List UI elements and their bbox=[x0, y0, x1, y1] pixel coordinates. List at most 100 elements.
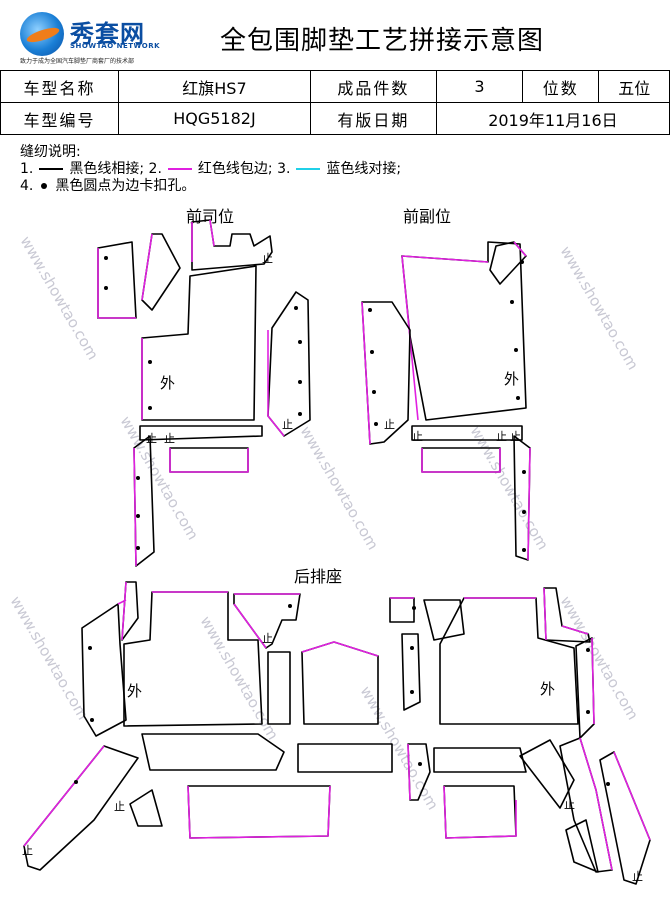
snap-hole bbox=[74, 780, 78, 784]
stop-mark: 止 bbox=[114, 800, 125, 813]
piece-count-value: 3 bbox=[435, 70, 524, 103]
logo-name: 秀套网 bbox=[70, 20, 145, 48]
notes-row-1: 1.黑色线相接; 2.红色线包边; 3.蓝色线对接; bbox=[20, 161, 401, 178]
model-code-value: HQG5182J bbox=[118, 102, 311, 135]
piece bbox=[401, 633, 421, 711]
piece bbox=[267, 651, 291, 725]
note-1-number: 1. bbox=[20, 161, 34, 177]
outside-mark: 外 bbox=[540, 680, 555, 698]
stop-mark: 止 bbox=[262, 252, 273, 265]
piece bbox=[411, 425, 523, 441]
valid-date-value: 2019年11月16日 bbox=[435, 102, 670, 135]
info-row-1: 车型名称 红旗HS7 成品件数 3 位数 五位 bbox=[0, 70, 670, 103]
piece-edge bbox=[191, 219, 215, 262]
outside-mark: 外 bbox=[127, 682, 142, 700]
logo-mark-icon bbox=[20, 12, 64, 56]
logo-english: SHOWTAO NETWORK bbox=[70, 42, 161, 50]
watermark-text: www.showtao.com bbox=[557, 593, 642, 723]
piece bbox=[565, 819, 599, 873]
piece-edge bbox=[613, 751, 651, 841]
snap-hole bbox=[148, 360, 152, 364]
notes-row-2: 4.黑色圆点为边卡扣孔。 bbox=[20, 178, 401, 195]
stop-mark: 止 bbox=[146, 432, 157, 445]
stop-mark: 止 bbox=[282, 418, 293, 431]
stop-mark: 止 bbox=[384, 418, 395, 431]
note-3-text: 蓝色线对接; bbox=[326, 161, 402, 177]
info-table: 车型名称 红旗HS7 成品件数 3 位数 五位 车型编号 HQG5182J 有版… bbox=[0, 70, 670, 135]
piece bbox=[187, 785, 331, 839]
piece bbox=[301, 641, 379, 725]
piece bbox=[141, 265, 257, 421]
black-line-icon bbox=[39, 168, 64, 170]
snap-hole bbox=[104, 286, 108, 290]
piece bbox=[191, 219, 273, 271]
stop-mark: 止 bbox=[496, 430, 507, 443]
snap-hole bbox=[522, 470, 526, 474]
piece-edge bbox=[141, 233, 153, 301]
snap-hole bbox=[298, 412, 302, 416]
snap-hole bbox=[288, 604, 292, 608]
piece-markers: 外 外 外 外 bbox=[127, 370, 555, 700]
snap-holes bbox=[74, 256, 610, 786]
piece-count-label: 成品件数 bbox=[309, 70, 437, 103]
front-driver-pieces bbox=[97, 219, 311, 567]
snap-hole bbox=[520, 260, 524, 264]
note-1-text: 黑色线相接; bbox=[69, 161, 145, 177]
section-rear: 后排座 bbox=[294, 567, 343, 586]
sewing-notes: 缝纫说明: 1.黑色线相接; 2.红色线包边; 3.蓝色线对接; 4.黑色圆点为… bbox=[20, 144, 401, 195]
watermark-text: www.showtao.com bbox=[7, 593, 92, 723]
piece bbox=[439, 597, 579, 725]
snap-hole bbox=[412, 606, 416, 610]
watermark-text: www.showtao.com bbox=[557, 243, 642, 373]
snap-hole bbox=[514, 348, 518, 352]
seat-label: 位数 bbox=[522, 70, 600, 103]
snap-hole bbox=[418, 762, 422, 766]
stop-mark: 止 bbox=[510, 430, 521, 443]
piece-edge bbox=[97, 248, 136, 319]
piece bbox=[123, 591, 263, 727]
piece bbox=[139, 425, 263, 441]
watermark-text: www.showtao.com bbox=[117, 413, 202, 543]
piece bbox=[443, 785, 517, 839]
snap-hole bbox=[136, 514, 140, 518]
piece bbox=[141, 233, 181, 311]
piece-edge bbox=[527, 447, 531, 561]
red-line-icon bbox=[167, 168, 192, 170]
blue-line-icon bbox=[296, 168, 321, 170]
snap-hole bbox=[410, 690, 414, 694]
stop-markers: 止 止 止 止 止 止 止 止 止 止 止 止 止 bbox=[22, 252, 643, 883]
snap-hole bbox=[606, 782, 610, 786]
piece-edge bbox=[187, 785, 331, 839]
piece bbox=[267, 291, 311, 437]
piece-edge bbox=[301, 641, 379, 657]
stop-mark: 止 bbox=[632, 870, 643, 883]
piece bbox=[489, 241, 527, 285]
piece bbox=[519, 739, 575, 809]
snap-hole bbox=[586, 648, 590, 652]
document-title: 全包围脚垫工艺拼接示意图 bbox=[220, 26, 545, 56]
stop-mark: 止 bbox=[164, 432, 175, 445]
note-4-text: 黑色圆点为边卡扣孔。 bbox=[55, 178, 196, 194]
note-2-text: 红色线包边; bbox=[197, 161, 273, 177]
piece-edge bbox=[401, 255, 489, 421]
snap-hole bbox=[372, 390, 376, 394]
snap-hole bbox=[136, 476, 140, 480]
valid-date-label: 有版日期 bbox=[309, 102, 437, 135]
piece bbox=[389, 597, 415, 623]
snap-hole bbox=[90, 718, 94, 722]
snap-hole bbox=[104, 256, 108, 260]
note-3-number: 3. bbox=[277, 161, 291, 177]
piece bbox=[297, 743, 393, 773]
piece bbox=[169, 447, 249, 473]
piece-edge bbox=[361, 301, 371, 445]
rear-right-pieces bbox=[389, 587, 651, 885]
front-passenger-pieces bbox=[361, 241, 531, 561]
snap-hole bbox=[516, 396, 520, 400]
piece bbox=[129, 789, 163, 827]
dot-icon bbox=[41, 183, 48, 189]
piece-edge bbox=[233, 593, 300, 649]
piece-edge bbox=[133, 447, 137, 567]
piece bbox=[433, 747, 527, 773]
outside-mark: 外 bbox=[160, 374, 175, 392]
